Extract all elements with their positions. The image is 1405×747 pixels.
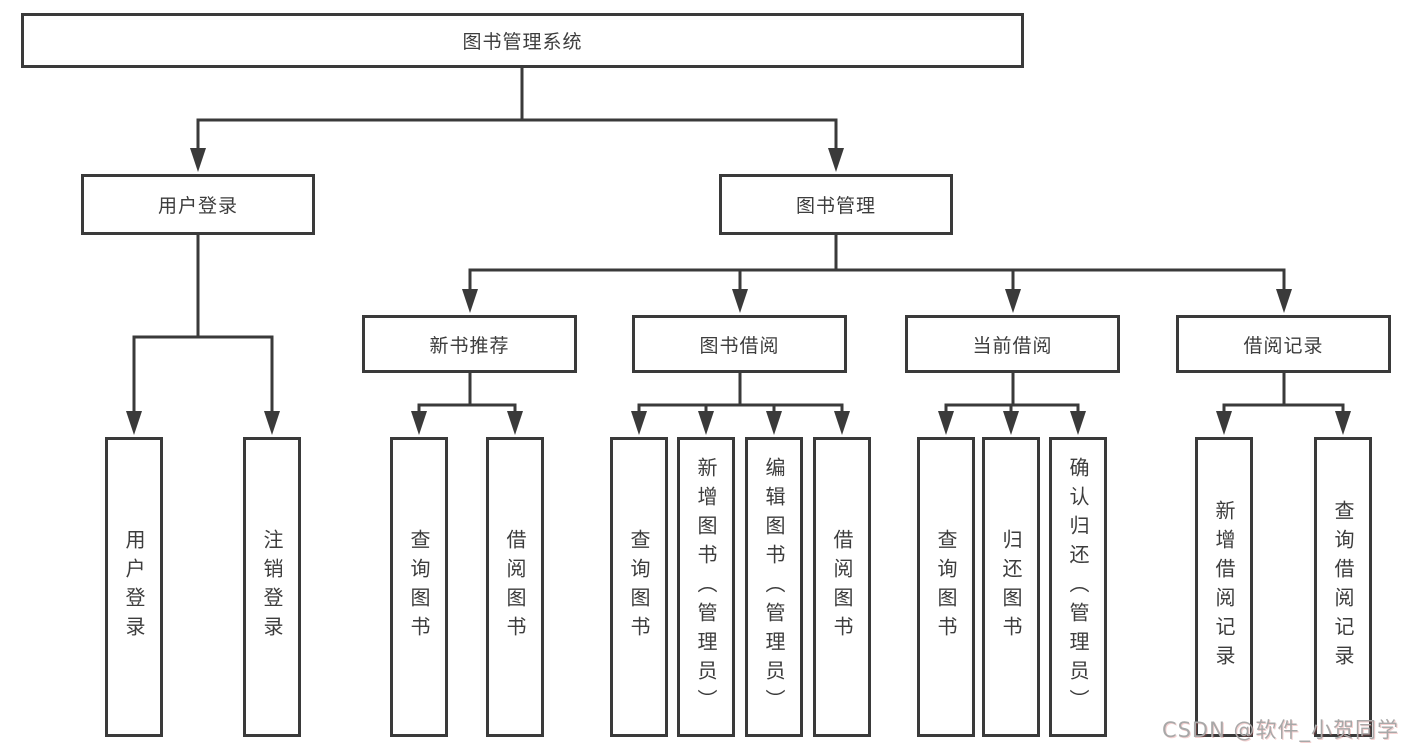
leaf-logout: 注销登录 <box>243 437 301 737</box>
node-user-login: 用户登录 <box>81 174 315 235</box>
node-label: 图书借阅 <box>699 334 780 357</box>
leaf-confirm-return-admin: 确认归还（管理员） <box>1049 437 1107 737</box>
csdn-watermark: CSDN @软件_小贺同学 <box>1161 718 1399 742</box>
leaf-query-borrow-record: 查询借阅记录 <box>1314 437 1372 737</box>
leaf-borrow-books: 借阅图书 <box>486 437 544 737</box>
leaf-query-books: 查询图书 <box>917 437 975 737</box>
node-label: 用户登录 <box>157 195 238 217</box>
leaf-return-books: 归还图书 <box>982 437 1040 737</box>
leaf-label: 借阅图书 <box>503 529 527 645</box>
node-new-book-recommendation: 新书推荐 <box>362 315 577 373</box>
leaf-label: 注销登录 <box>260 529 284 645</box>
node-borrowing-records: 借阅记录 <box>1176 315 1391 373</box>
leaf-label: 借阅图书 <box>830 529 854 645</box>
leaf-label: 新增图书（管理员） <box>694 456 718 718</box>
leaf-user-login: 用户登录 <box>105 437 163 737</box>
leaf-borrow-books: 借阅图书 <box>813 437 871 737</box>
node-current-borrowing: 当前借阅 <box>905 315 1120 373</box>
leaf-label: 确认归还（管理员） <box>1066 456 1090 718</box>
leaf-label: 用户登录 <box>122 529 146 645</box>
leaf-label: 查询图书 <box>407 529 431 645</box>
node-label: 新书推荐 <box>429 334 510 357</box>
leaf-add-books-admin: 新增图书（管理员） <box>677 437 735 737</box>
node-book-management: 图书管理 <box>719 174 953 235</box>
leaf-query-books: 查询图书 <box>390 437 448 737</box>
leaf-label: 查询借阅记录 <box>1331 500 1355 674</box>
leaf-edit-books-admin: 编辑图书（管理员） <box>745 437 803 737</box>
leaf-add-borrow-record: 新增借阅记录 <box>1195 437 1253 737</box>
tree-edges <box>132 66 1345 429</box>
node-label: 借阅记录 <box>1243 334 1324 357</box>
leaf-label: 新增借阅记录 <box>1212 500 1236 674</box>
leaf-label: 编辑图书（管理员） <box>762 456 786 718</box>
arrowhead-icons <box>126 148 1351 435</box>
leaf-label: 查询图书 <box>627 529 651 645</box>
leaf-query-books: 查询图书 <box>610 437 668 737</box>
node-library-management-system: 图书管理系统 <box>21 13 1024 68</box>
node-label: 当前借阅 <box>972 334 1053 357</box>
node-book-borrowing: 图书借阅 <box>632 315 847 373</box>
node-label: 图书管理系统 <box>462 31 583 53</box>
leaf-label: 查询图书 <box>934 529 958 645</box>
node-label: 图书管理 <box>795 195 876 217</box>
leaf-label: 归还图书 <box>999 529 1023 645</box>
